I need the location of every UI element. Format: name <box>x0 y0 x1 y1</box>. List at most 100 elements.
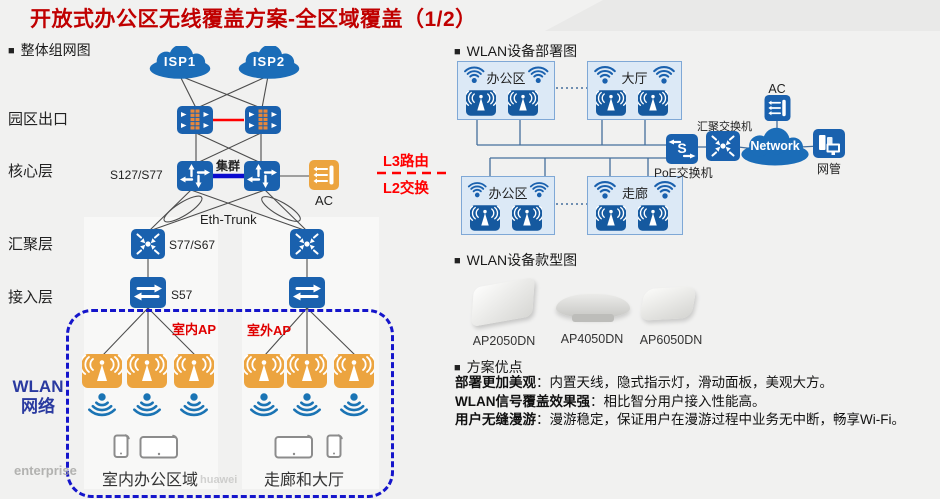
page-title: 开放式办公区无线覆盖方案-全区域覆盖（1/2） <box>30 8 477 31</box>
wlan-network-label-line1: WLAN <box>12 377 64 396</box>
advantages-heading: ■ 方案优点 <box>454 357 523 377</box>
ac-label-right: AC <box>768 82 786 96</box>
advantage-text: ：内置天线，隐式指示灯，滑动面板，美观大方。 <box>536 375 833 390</box>
indoor-ap-icon <box>171 354 217 393</box>
bullet-icon: ■ <box>454 46 461 58</box>
ap-icon <box>638 205 668 231</box>
poe-switch-icon: S <box>664 132 700 166</box>
isp2-label: ISP2 <box>252 54 286 69</box>
advantage-keyword: WLAN信号覆盖效果强 <box>455 394 590 409</box>
phone-icon <box>326 432 343 464</box>
agg-model-label: S77/S67 <box>169 238 216 252</box>
layer-label-core: 核心层 <box>8 163 54 180</box>
ap2050dn-label: AP2050DN <box>472 334 536 348</box>
zone-corridor-label: 走廊和大厅 <box>263 472 344 489</box>
access-model-label: S57 <box>171 288 193 302</box>
wifi-up-icon <box>529 182 549 198</box>
ap-icon <box>512 205 542 231</box>
access-switch-right-icon <box>287 275 327 313</box>
advantage-line: WLAN信号覆盖效果强：相比智分用户接入性能高。 <box>455 394 937 411</box>
agg-switch-label: 汇聚交换机 <box>697 121 752 133</box>
wifi-signal-icon <box>336 392 372 424</box>
indoor-ap-icon <box>124 354 170 393</box>
isp1-label: ISP1 <box>163 54 197 69</box>
isp1-cloud-icon: ISP1 <box>146 44 214 80</box>
poe-switch-label: PoE交换机 <box>654 166 713 180</box>
ap6050dn-image <box>639 286 697 321</box>
network-cloud-icon: Network <box>740 122 810 174</box>
indoor-ap-icon <box>79 354 125 393</box>
wifi-up-icon <box>653 66 675 84</box>
isp2-cloud-icon: ISP2 <box>235 44 303 80</box>
deploy-box-office-2: 办公区 <box>461 176 555 235</box>
tablet-icon <box>274 433 314 465</box>
outdoor-ap-icon <box>284 354 330 393</box>
tablet-icon <box>139 433 179 465</box>
advantage-keyword: 部署更加美观 <box>455 375 536 390</box>
wifi-signal-icon <box>289 392 325 424</box>
wlan-network-label-line2: 网络 <box>21 397 55 417</box>
wifi-signal-icon <box>176 392 212 424</box>
agg-switch-icon <box>704 129 742 166</box>
phone-icon <box>113 432 130 464</box>
agg-switch-left-icon <box>129 227 167 264</box>
core-model-label: S127/S77 <box>110 168 163 182</box>
ap-icon <box>466 90 496 116</box>
core-switch-left-icon <box>175 159 215 196</box>
agg-switch-right-icon <box>288 227 326 264</box>
ac-label: AC <box>314 193 334 208</box>
zone-indoor-label: 室内办公区域 <box>101 472 198 489</box>
advantages-heading-text: 方案优点 <box>466 359 523 375</box>
wifi-signal-icon <box>129 392 165 424</box>
wifi-up-icon <box>527 66 548 84</box>
watermark-huawei: huawei <box>200 474 238 486</box>
exit-router-left-icon <box>177 106 213 139</box>
indoor-ap-label: 室内AP <box>172 322 217 337</box>
layer-label-aggregation: 汇聚层 <box>8 236 54 253</box>
advantage-line: 用户无缝漫游：漫游稳定，保证用户在漫游过程中业务无中断，畅享Wi-Fi。 <box>455 412 937 429</box>
overall-diagram-heading: ■ 整体组网图 <box>8 40 91 60</box>
access-switch-left-icon <box>128 275 168 313</box>
nms-label: 网管 <box>816 162 841 176</box>
l2-switching-label: L2交换 <box>383 181 429 197</box>
ap-icon <box>508 90 538 116</box>
advantage-text: ：相比智分用户接入性能高。 <box>590 394 766 409</box>
wlan-network-label: WLAN 网络 <box>6 377 70 418</box>
wifi-up-icon <box>654 181 676 199</box>
models-heading: ■ WLAN设备款型图 <box>454 250 577 270</box>
deploy-box-hall: 大厅 <box>587 61 682 120</box>
ap4050dn-label: AP4050DN <box>560 332 624 346</box>
cluster-label: 集群 <box>216 159 241 173</box>
deploy-diagram-heading-text: WLAN设备部署图 <box>466 43 578 59</box>
ap-icon <box>470 205 500 231</box>
models-heading-text: WLAN设备款型图 <box>466 252 578 268</box>
overall-diagram-heading-text: 整体组网图 <box>20 42 91 58</box>
outdoor-ap-label: 室外AP <box>247 323 292 338</box>
ac-controller-icon <box>309 160 339 195</box>
bullet-icon: ■ <box>8 45 15 57</box>
wifi-up-icon <box>467 182 487 198</box>
core-switch-right-icon <box>242 159 282 196</box>
advantage-line: 部署更加美观：内置天线，隐式指示灯，滑动面板，美观大方。 <box>455 375 937 392</box>
nms-icon <box>813 129 845 163</box>
deploy-box-corridor: 走廊 <box>587 176 683 235</box>
bullet-icon: ■ <box>454 255 461 267</box>
ap6050dn-label: AP6050DN <box>639 333 703 347</box>
eth-trunk-label: Eth-Trunk <box>200 212 257 227</box>
ap-icon <box>596 90 626 116</box>
bullet-icon: ■ <box>454 362 461 374</box>
deploy-box-office-1: 办公区 <box>457 61 555 120</box>
wifi-up-icon <box>464 66 485 84</box>
top-gray-band <box>545 0 940 31</box>
exit-router-right-icon <box>245 106 281 139</box>
wifi-up-icon <box>594 181 616 199</box>
outdoor-ap-icon <box>331 354 377 393</box>
deploy-box-label: 办公区 <box>486 71 526 86</box>
deploy-box-label: 走廊 <box>621 186 648 201</box>
wifi-signal-icon <box>84 392 120 424</box>
wifi-up-icon <box>594 66 616 84</box>
advantage-keyword: 用户无缝漫游 <box>455 412 536 427</box>
ap-icon <box>596 205 626 231</box>
